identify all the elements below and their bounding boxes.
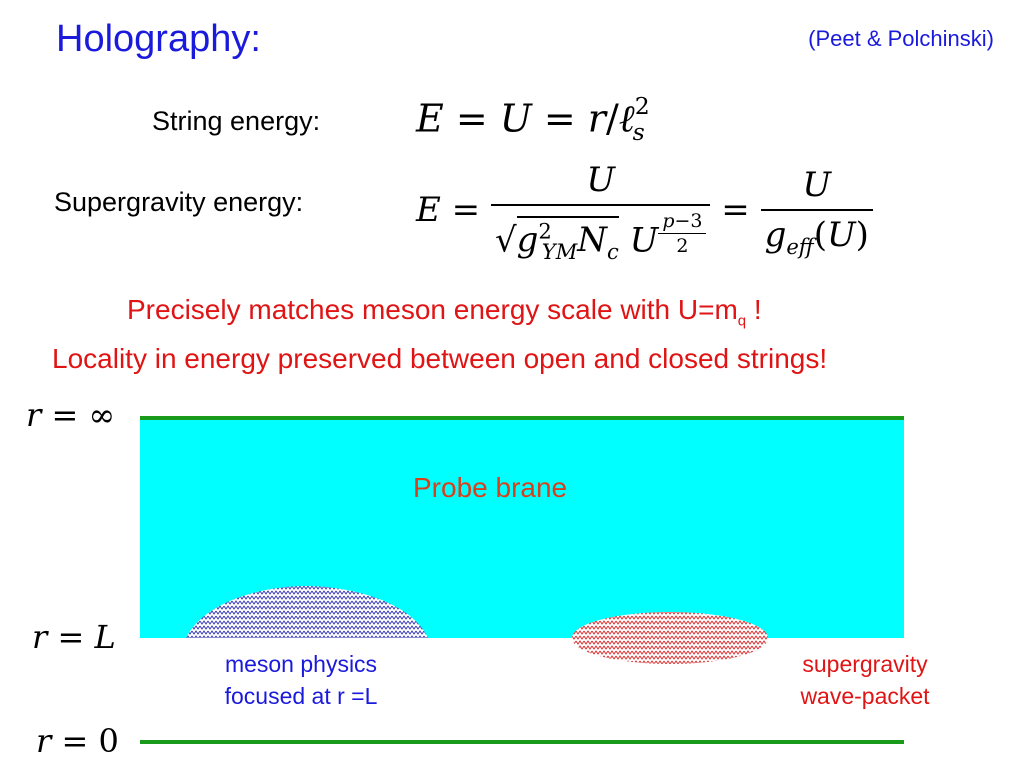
- supergravity-caption: supergravity wave-packet: [770, 648, 960, 712]
- meson-caption-line2: focused at r =L: [224, 683, 378, 709]
- r-equals-L-label: r = L: [32, 618, 116, 656]
- supergravity-wavepacket-blob: [572, 612, 768, 664]
- meson-scale-text: Precisely matches meson energy scale wit…: [127, 294, 738, 325]
- meson-scale-subscript: q: [737, 312, 747, 330]
- meson-physics-caption: meson physics focused at r =L: [196, 648, 406, 712]
- string-energy-equation: E = U = r/ℓs2: [416, 92, 650, 147]
- slide-title: Holography:: [56, 18, 261, 60]
- meson-caption-line1: meson physics: [224, 651, 378, 677]
- locality-statement: Locality in energy preserved between ope…: [52, 343, 828, 374]
- sugra-caption-line2: wave-packet: [800, 683, 930, 709]
- supergravity-energy-label: Supergravity energy:: [54, 187, 304, 217]
- string-energy-label: String energy:: [152, 106, 321, 136]
- meson-scale-statement: Precisely matches meson energy scale wit…: [127, 294, 762, 330]
- meson-physics-blob: [186, 586, 428, 638]
- r-infinity-label: r = ∞: [26, 396, 116, 434]
- holography-diagram: [140, 416, 904, 744]
- r-zero-label: r = 0: [36, 722, 119, 760]
- probe-brane-label: Probe brane: [413, 472, 568, 503]
- citation: (Peet & Polchinski): [808, 26, 994, 51]
- sugra-caption-line1: supergravity: [802, 651, 928, 677]
- meson-scale-end: !: [746, 294, 762, 325]
